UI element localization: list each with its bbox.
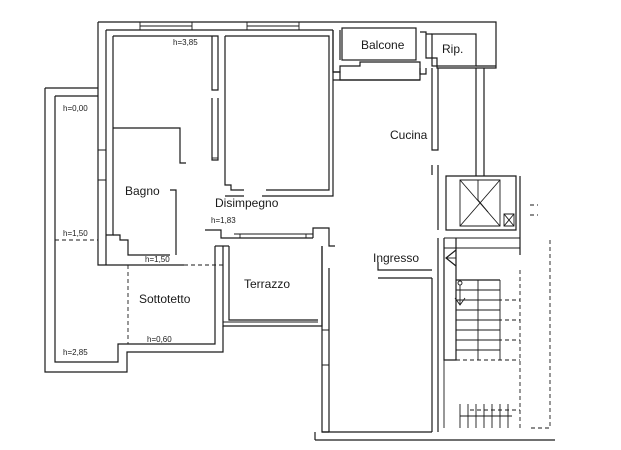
room-label-cucina: Cucina — [390, 128, 428, 142]
dashed-lines — [55, 239, 551, 429]
stairs — [443, 237, 520, 428]
height-labels: h=3,85 h=0,00 h=1,50 h=1,83 h=1,50 h=0,6… — [63, 38, 236, 357]
room-label-disimpegno: Disimpegno — [215, 196, 279, 210]
room-label-bagno: Bagno — [125, 184, 160, 198]
room-label-rip: Rip. — [442, 42, 463, 56]
height-label-h000: h=0,00 — [63, 104, 88, 113]
height-label-h285: h=2,85 — [63, 348, 88, 357]
room-label-sottotetto: Sottotetto — [139, 292, 191, 306]
height-label-h183: h=1,83 — [211, 216, 236, 225]
height-label-h150-left: h=1,50 — [63, 229, 88, 238]
height-label-h060: h=0,60 — [147, 335, 172, 344]
room-label-terrazzo: Terrazzo — [244, 277, 290, 291]
height-label-h150-bagno: h=1,50 — [145, 255, 170, 264]
height-label-top-room: h=3,85 — [173, 38, 198, 47]
room-label-ingresso: Ingresso — [373, 251, 419, 265]
walls — [44, 21, 555, 441]
room-label-balcone: Balcone — [361, 38, 405, 52]
room-labels: Balcone Rip. Cucina Bagno Disimpegno Ing… — [125, 38, 463, 306]
